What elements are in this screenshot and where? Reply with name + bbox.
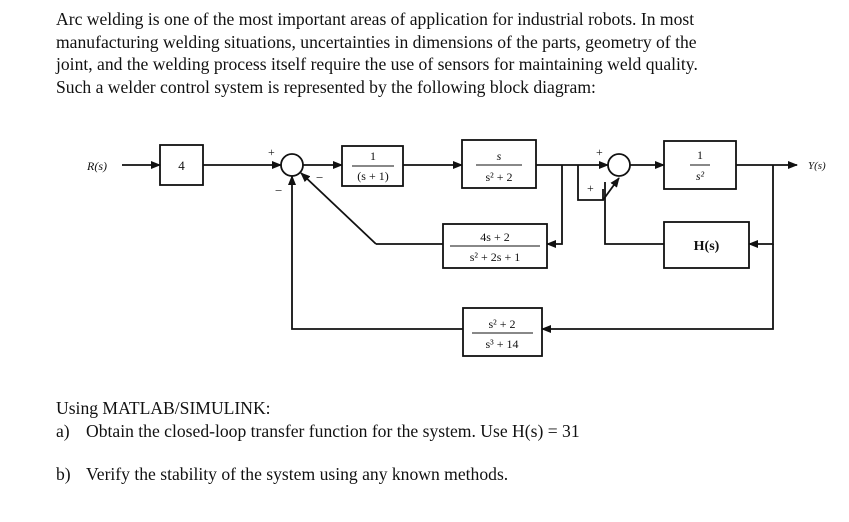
intro-line: Arc welding is one of the most important… [56, 9, 695, 29]
output-label: Y(s) [808, 160, 826, 172]
question-b-label: b) [56, 464, 71, 484]
summing-junction-2 [607, 153, 631, 177]
sum2-sign-top: + [596, 145, 603, 159]
h1-block [442, 223, 548, 269]
gain-block-text: 4 [178, 158, 185, 173]
intro-line: Such a welder control system is represen… [56, 76, 596, 97]
hs-output-line [604, 182, 664, 245]
g2-numerator: s [497, 149, 502, 163]
hs-block [663, 221, 750, 269]
sum1-sign-top: + [268, 145, 275, 159]
g2-block [461, 139, 537, 189]
question-a-label: a) [56, 421, 70, 441]
h3-denominator: s³ + 14 [485, 337, 518, 351]
h3-block [462, 307, 543, 357]
h1-denominator: s² + 2s + 1 [470, 250, 520, 264]
hs-input-line [748, 165, 774, 248]
h3-input-line [541, 244, 774, 333]
sum2-sign-bottom: + [587, 181, 594, 195]
g1-numerator: 1 [370, 149, 376, 163]
questions-heading: Using MATLAB/SIMULINK: [56, 398, 271, 418]
question-b-text: Verify the stability of the system using… [86, 464, 509, 484]
h1-input-line [546, 165, 563, 248]
h1-numerator: 4s + 2 [480, 230, 509, 244]
h1-to-sum1-line [300, 172, 377, 245]
intro-line: joint, and the welding process itself re… [56, 54, 698, 75]
intro-line: manufacturing welding situations, uncert… [56, 31, 697, 52]
g3-numerator: 1 [697, 148, 703, 162]
hs-block-text: H(s) [694, 239, 720, 254]
summing-junction-1 [280, 153, 304, 177]
g1-denominator: (s + 1) [357, 169, 388, 183]
question-b: b) Verify the stability of the system usi… [56, 464, 508, 485]
g3-denominator: s² [696, 169, 705, 183]
question-a: a) Obtain the closed-loop transfer functi… [56, 421, 580, 442]
branch-to-sum2-line [577, 165, 604, 201]
problem-statement: Arc welding is one of the most important… [56, 8, 810, 98]
h3-numerator: s² + 2 [488, 317, 515, 331]
g2-denominator: s² + 2 [485, 170, 512, 184]
sum1-sign-left: − [316, 170, 323, 185]
g1-block [341, 145, 404, 187]
question-a-text: Obtain the closed-loop transfer function… [86, 421, 580, 441]
input-label: R(s) [86, 159, 107, 173]
h3-to-sum1-line [288, 175, 463, 330]
sum1-sign-bottom: − [275, 183, 282, 198]
